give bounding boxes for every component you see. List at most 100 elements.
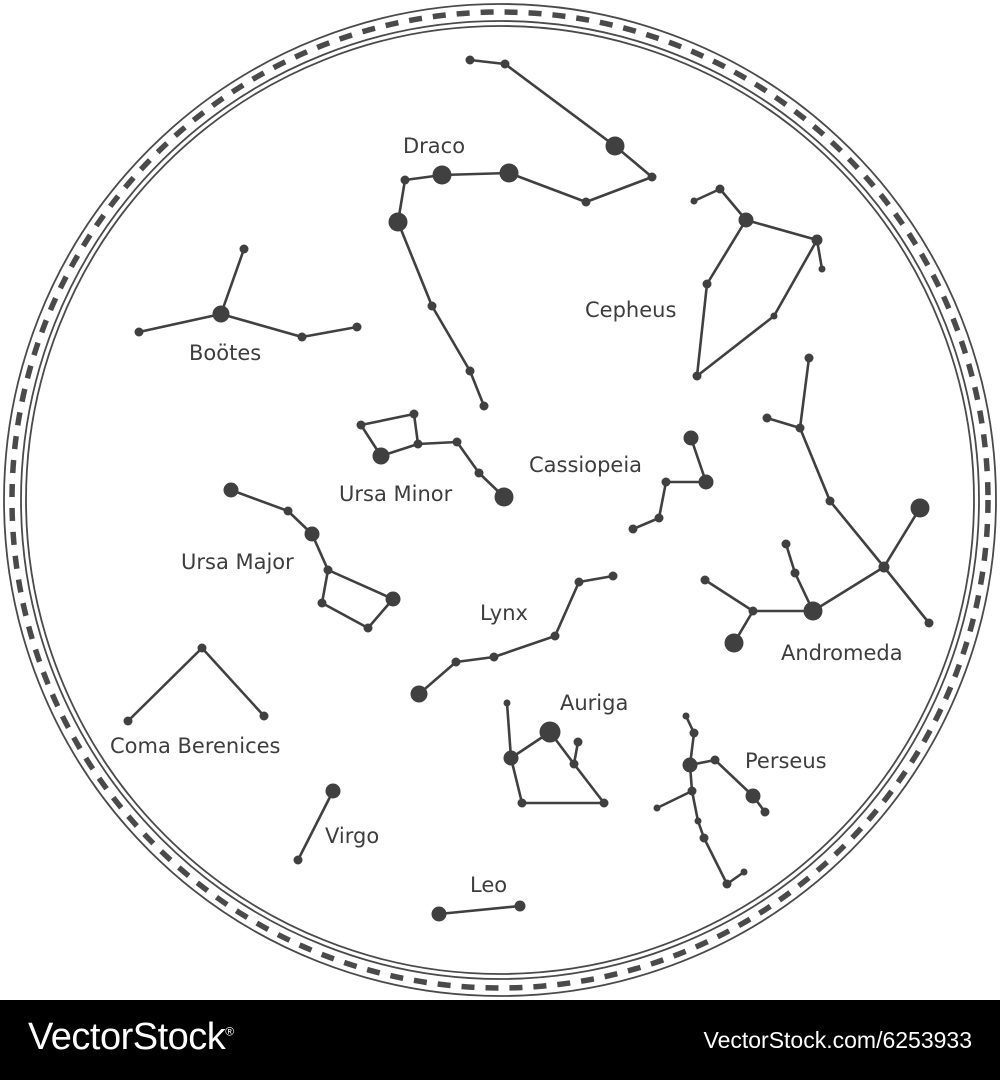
andromeda-star-3 <box>825 496 835 506</box>
andromeda-line-9 <box>703 578 755 613</box>
cepheus-star-1 <box>715 184 725 194</box>
lynx-star-1 <box>574 577 584 587</box>
lynx-star-4 <box>451 657 461 667</box>
cassiopeia-line-2 <box>657 480 668 520</box>
label-bootes: Boötes <box>189 341 261 365</box>
lines-virgo <box>296 789 335 862</box>
cepheus-star-4 <box>818 265 826 273</box>
label-virgo: Virgo <box>325 824 379 848</box>
ursa-major-star-5 <box>363 623 373 633</box>
cassiopeia-star-3 <box>654 513 664 523</box>
draco-star-0 <box>465 55 475 65</box>
leo-star-0 <box>431 906 447 922</box>
ursa-minor-star-2 <box>372 447 390 465</box>
bootes-line-2 <box>219 312 304 339</box>
ursa-major-line-0 <box>229 488 290 513</box>
label-ursa-major: Ursa Major <box>181 550 294 574</box>
andromeda-line-5 <box>882 565 931 625</box>
lynx-line-2 <box>492 634 557 659</box>
cepheus-star-6 <box>692 371 702 381</box>
lines-andromeda <box>703 356 931 645</box>
perseus-star-8 <box>694 817 702 825</box>
coma-berenices-star-0 <box>123 716 133 726</box>
auriga-star-2 <box>539 721 561 743</box>
bootes-star-1 <box>212 305 230 323</box>
label-cepheus: Cepheus <box>585 298 676 322</box>
draco-line-8 <box>396 220 434 308</box>
coma-berenices-star-2 <box>259 711 269 721</box>
perseus-star-10 <box>722 879 732 889</box>
draco-line-0 <box>468 58 507 66</box>
lines-draco <box>396 58 654 408</box>
ursa-minor-line-4 <box>416 440 459 446</box>
andromeda-star-2 <box>762 413 772 423</box>
ursa-major-star-1 <box>283 506 293 516</box>
auriga-star-0 <box>503 699 511 707</box>
cepheus-star-2 <box>738 212 754 228</box>
andromeda-line-3 <box>828 499 886 569</box>
perseus-star-4 <box>745 788 761 804</box>
perseus-line-6 <box>655 789 694 810</box>
ursa-minor-star-1 <box>409 409 419 419</box>
andromeda-line-1 <box>765 416 802 430</box>
stars-cepheus <box>690 184 826 381</box>
andromeda-star-6 <box>924 618 934 628</box>
andromeda-star-7 <box>803 601 823 621</box>
perseus-star-6 <box>687 786 697 796</box>
coma-berenices-line-1 <box>200 646 266 718</box>
ursa-minor-line-0 <box>359 412 416 427</box>
lynx-line-3 <box>454 655 496 664</box>
andromeda-line-0 <box>798 356 811 430</box>
draco-star-8 <box>388 212 408 232</box>
stars-ursa-major <box>223 482 401 633</box>
label-draco: Draco <box>403 134 465 158</box>
label-andromeda: Andromeda <box>781 641 903 665</box>
virgo-star-1 <box>293 855 303 865</box>
cassiopeia-star-0 <box>683 430 699 446</box>
perseus-line-9 <box>702 836 729 886</box>
cassiopeia-star-4 <box>628 524 638 534</box>
watermark-footer: VectorStock® VectorStock.com/6253933 <box>0 1000 1000 1080</box>
ursa-major-star-2 <box>304 526 320 542</box>
auriga-line-6 <box>509 756 524 805</box>
star-chart: Draco Cepheus Boötes Ursa Minor Cassiope… <box>3 3 997 997</box>
perseus-star-3 <box>710 755 720 765</box>
outer-ring <box>3 3 997 997</box>
label-lynx: Lynx <box>480 601 528 625</box>
stars-virgo <box>293 783 341 865</box>
constellation-lines <box>126 58 931 916</box>
ursa-major-line-6 <box>320 568 330 605</box>
cepheus-star-5 <box>770 312 778 320</box>
lines-lynx <box>417 574 615 696</box>
stars-draco <box>388 55 657 411</box>
draco-line-10 <box>468 369 486 408</box>
image-credit: VectorStock.com/6253933 <box>703 1027 973 1053</box>
bootes-line-1 <box>137 312 223 334</box>
stars-ursa-minor <box>356 409 514 507</box>
ursa-minor-line-5 <box>455 440 481 475</box>
auriga-star-4 <box>569 759 579 769</box>
draco-line-4 <box>507 171 588 204</box>
coma-berenices-star-1 <box>197 643 207 653</box>
andromeda-star-1 <box>795 423 805 433</box>
label-ursa-minor: Ursa Minor <box>339 482 453 506</box>
cassiopeia-line-0 <box>689 436 708 484</box>
draco-star-3 <box>647 172 657 182</box>
andromeda-star-5 <box>910 498 930 518</box>
registered-mark: ® <box>225 1024 234 1039</box>
ursa-minor-star-0 <box>356 420 366 430</box>
andromeda-star-8 <box>748 606 758 616</box>
cepheus-line-7 <box>705 218 748 286</box>
stars-andromeda <box>700 353 934 653</box>
bootes-line-0 <box>219 247 246 316</box>
cepheus-star-7 <box>702 279 712 289</box>
andromeda-line-2 <box>798 426 832 503</box>
perseus-star-2 <box>682 757 698 773</box>
perseus-star-5 <box>760 807 770 817</box>
inner-ring-2 <box>25 25 975 975</box>
ursa-minor-star-6 <box>494 487 514 507</box>
cassiopeia-star-1 <box>698 474 714 490</box>
label-cassiopeia: Cassiopeia <box>529 453 642 477</box>
perseus-line-3 <box>713 758 755 798</box>
andromeda-line-4 <box>882 506 922 569</box>
